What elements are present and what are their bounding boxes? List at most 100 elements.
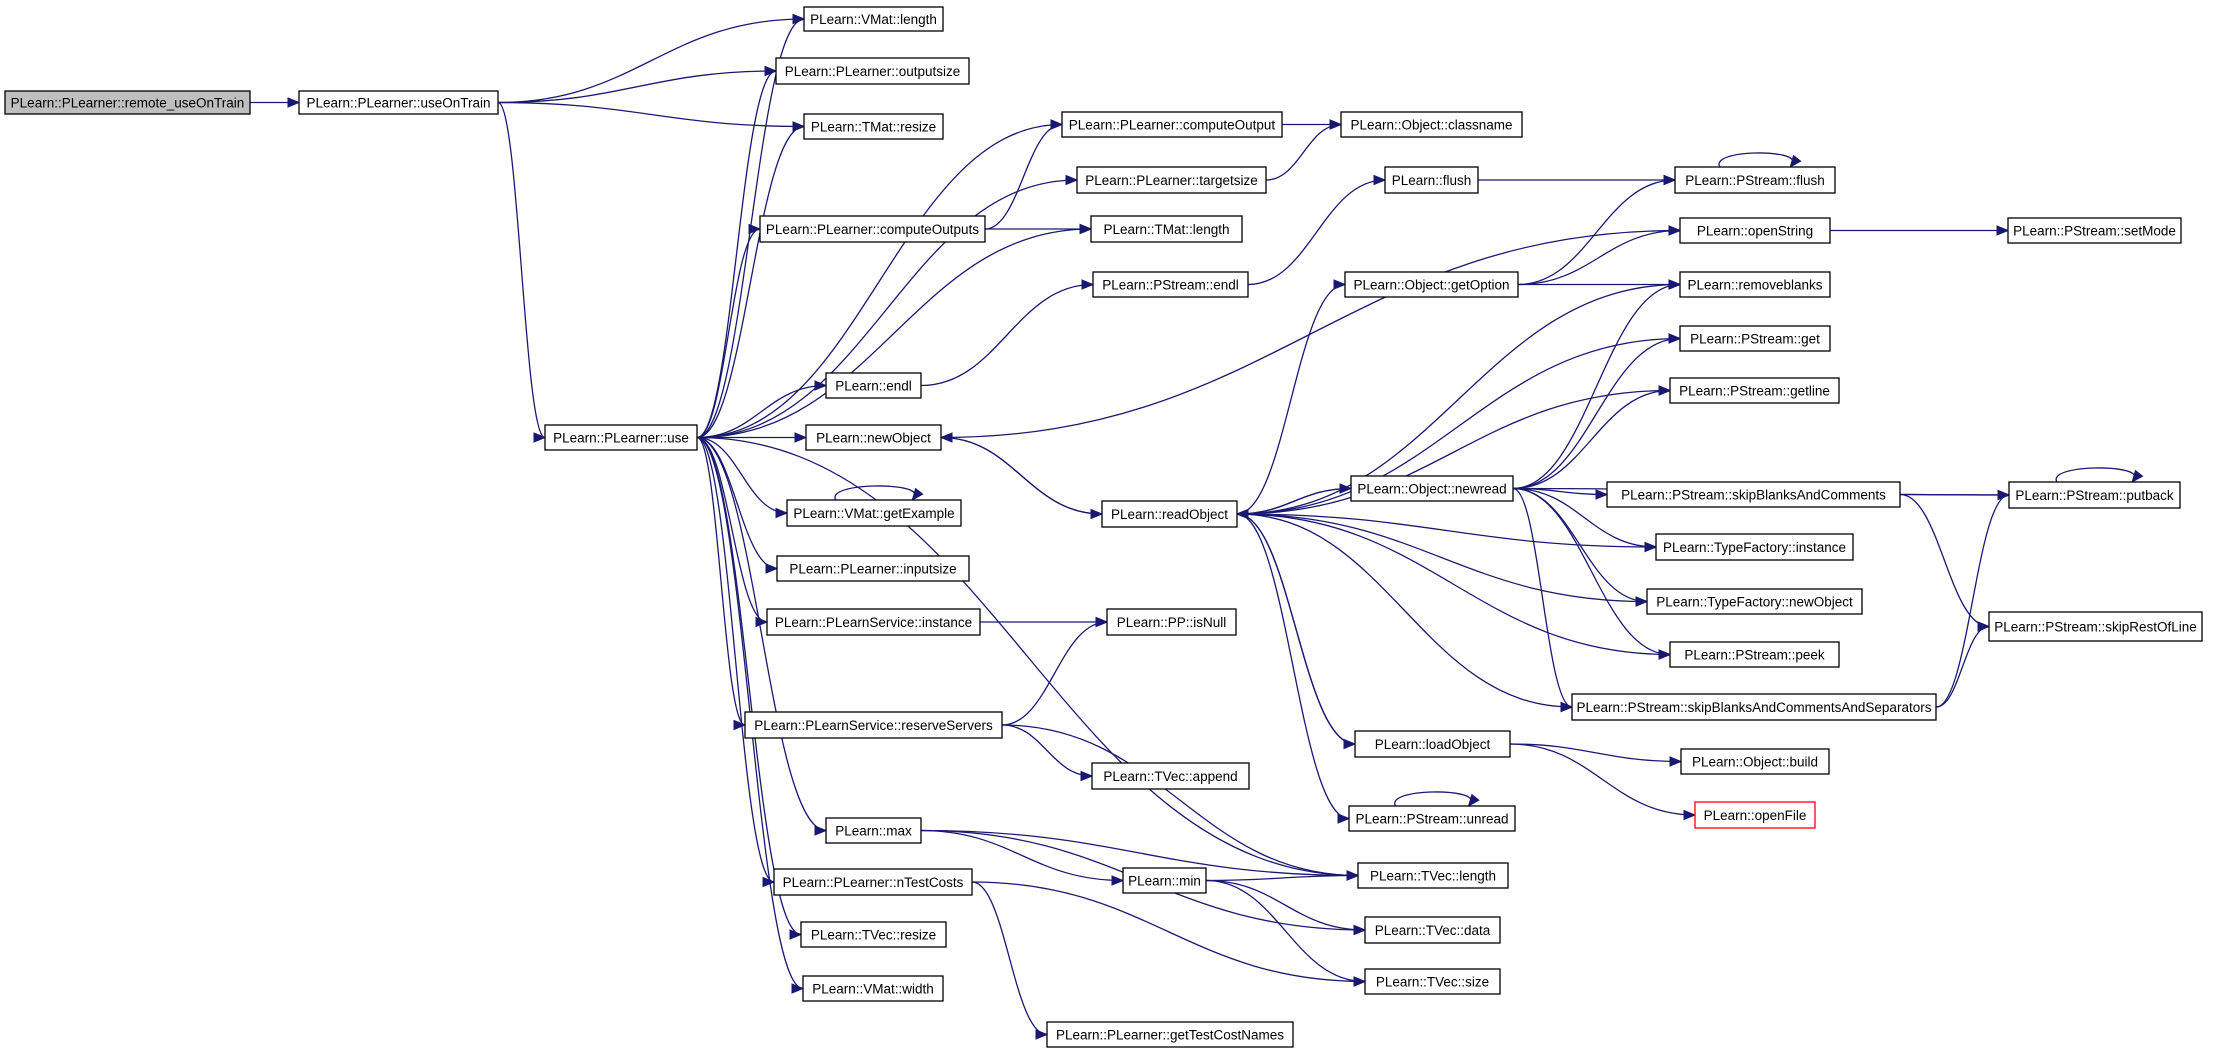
node-append[interactable]: PLearn::TVec::append bbox=[1091, 762, 1250, 790]
node-box bbox=[759, 215, 986, 243]
node-getTestCostNames[interactable]: PLearn::PLearner::getTestCostNames bbox=[1046, 1021, 1294, 1048]
node-pstream-endl[interactable]: PLearn::PStream::endl bbox=[1092, 271, 1249, 298]
edge-line bbox=[696, 436, 827, 832]
edge-arrowhead bbox=[789, 929, 803, 940]
node-box bbox=[786, 499, 962, 527]
edge-targetsize-to-classname bbox=[1265, 119, 1343, 181]
node-box bbox=[1092, 271, 1249, 298]
node-box bbox=[1106, 608, 1237, 636]
node-label: PLearn::VMat::getExample bbox=[793, 506, 954, 521]
node-tvec-data[interactable]: PLearn::TVec::data bbox=[1364, 916, 1501, 944]
node-tvec-length[interactable]: PLearn::TVec::length bbox=[1357, 862, 1509, 889]
node-useOnTrain[interactable]: PLearn::PLearner::useOnTrain bbox=[298, 90, 499, 115]
edge-line bbox=[834, 485, 915, 501]
node-getline[interactable]: PLearn::PStream::getline bbox=[1669, 377, 1840, 404]
node-max[interactable]: PLearn::max bbox=[825, 817, 922, 844]
edge-line bbox=[1509, 743, 1682, 763]
node-nTestCosts[interactable]: PLearn::PLearner::nTestCosts bbox=[773, 868, 973, 896]
node-removeblanks[interactable]: PLearn::removeblanks bbox=[1679, 271, 1831, 298]
edge-line bbox=[497, 18, 805, 104]
node-setMode[interactable]: PLearn::PStream::setMode bbox=[2007, 217, 2182, 244]
edge-arrowhead bbox=[1353, 924, 1367, 936]
node-label: PLearn::PLearnService::reserveServers bbox=[754, 718, 993, 733]
node-vmat-width[interactable]: PLearn::VMat::width bbox=[802, 975, 944, 1002]
node-skipRestOfLine[interactable]: PLearn::PStream::skipRestOfLine bbox=[1988, 611, 2203, 642]
node-label: PLearn::PStream::skipBlanksAndComments bbox=[1621, 488, 1886, 503]
edge-line bbox=[497, 101, 805, 128]
node-remote-useOnTrain[interactable]: PLearn::PLearner::remote_useOnTrain bbox=[4, 90, 251, 115]
node-endl[interactable]: PLearn::endl bbox=[825, 372, 922, 399]
edge-putback-to-putback bbox=[2055, 467, 2144, 484]
edge-line bbox=[1001, 724, 1093, 777]
node-unread[interactable]: PLearn::PStream::unread bbox=[1348, 805, 1516, 832]
edge-arrowhead bbox=[1560, 701, 1574, 713]
node-computeOutputs[interactable]: PLearn::PLearner::computeOutputs bbox=[759, 215, 986, 243]
node-outputsize[interactable]: PLearn::PLearner::outputsize bbox=[775, 57, 970, 85]
node-pstream-flush[interactable]: PLearn::PStream::flush bbox=[1674, 166, 1836, 194]
node-newObject[interactable]: PLearn::newObject bbox=[805, 424, 942, 451]
edge-skipBAC-to-skipRestOfLine bbox=[1899, 493, 1991, 632]
node-tmat-length[interactable]: PLearn::TMat::length bbox=[1090, 215, 1243, 243]
edge-use-to-tmat-resize bbox=[696, 121, 806, 439]
edge-line bbox=[1236, 513, 1648, 603]
node-pstream-get[interactable]: PLearn::PStream::get bbox=[1679, 325, 1831, 352]
node-tf-newObject[interactable]: PLearn::TypeFactory::newObject bbox=[1646, 588, 1863, 615]
edge-arrowhead bbox=[792, 121, 806, 132]
edge-arrowhead bbox=[1669, 756, 1683, 767]
node-skipBACS[interactable]: PLearn::PStream::skipBlanksAndCommentsAn… bbox=[1571, 693, 1937, 721]
node-label: PLearn::TypeFactory::newObject bbox=[1656, 595, 1853, 610]
node-min[interactable]: PLearn::min bbox=[1122, 867, 1207, 894]
edge-line bbox=[1512, 337, 1681, 490]
edge-arrowhead bbox=[791, 983, 805, 994]
node-label: PLearn::TVec::resize bbox=[811, 928, 936, 943]
node-classname[interactable]: PLearn::Object::classname bbox=[1340, 111, 1523, 138]
node-tvec-resize[interactable]: PLearn::TVec::resize bbox=[800, 921, 947, 948]
node-vmat-length[interactable]: PLearn::VMat::length bbox=[803, 6, 944, 32]
edge-line bbox=[696, 436, 768, 623]
node-reserveServers[interactable]: PLearn::PLearnService::reserveServers bbox=[744, 711, 1003, 739]
edge-line bbox=[1236, 337, 1681, 515]
edge-arrowhead bbox=[1080, 770, 1094, 782]
edge-line bbox=[1236, 513, 1356, 745]
node-computeOutput[interactable]: PLearn::PLearner::computeOutput bbox=[1061, 111, 1283, 138]
node-label: PLearn::openFile bbox=[1704, 808, 1807, 823]
node-skipBAC[interactable]: PLearn::PStream::skipBlanksAndComments bbox=[1606, 481, 1901, 508]
node-getExample[interactable]: PLearn::VMat::getExample bbox=[786, 499, 962, 527]
node-openString[interactable]: PLearn::openString bbox=[1679, 217, 1831, 244]
node-ps-instance[interactable]: PLearn::PLearnService::instance bbox=[766, 608, 981, 636]
edge-computeOutputs-to-tmat-length bbox=[984, 223, 1093, 235]
node-label: PLearn::PLearner::inputsize bbox=[789, 562, 956, 577]
edge-line bbox=[1236, 513, 1350, 820]
node-peek[interactable]: PLearn::PStream::peek bbox=[1669, 641, 1840, 668]
edge-line bbox=[940, 436, 1103, 515]
node-loadObject[interactable]: PLearn::loadObject bbox=[1354, 730, 1511, 758]
node-isNull[interactable]: PLearn::PP::isNull bbox=[1106, 608, 1237, 636]
node-readObject[interactable]: PLearn::readObject bbox=[1101, 500, 1238, 528]
node-openFile[interactable]: PLearn::openFile bbox=[1694, 801, 1816, 829]
edge-line bbox=[1236, 283, 1346, 515]
node-use[interactable]: PLearn::PLearner::use bbox=[544, 424, 698, 451]
node-tf-instance[interactable]: PLearn::TypeFactory::instance bbox=[1655, 533, 1854, 561]
node-label: PLearn::loadObject bbox=[1375, 737, 1491, 752]
edge-skipBACS-to-putback bbox=[1935, 489, 2011, 708]
node-putback[interactable]: PLearn::PStream::putback bbox=[2008, 481, 2181, 509]
node-tvec-size[interactable]: PLearn::TVec::size bbox=[1364, 968, 1501, 995]
node-flush[interactable]: PLearn::flush bbox=[1384, 166, 1479, 194]
node-inputsize[interactable]: PLearn::PLearner::inputsize bbox=[776, 555, 970, 582]
node-label: PLearn::newObject bbox=[816, 431, 931, 446]
edge-arrowhead bbox=[1035, 1029, 1049, 1040]
node-box bbox=[1091, 762, 1250, 790]
node-targetsize[interactable]: PLearn::PLearner::targetsize bbox=[1076, 166, 1267, 194]
node-box bbox=[1061, 111, 1283, 138]
edge-getExample-to-getExample bbox=[834, 485, 924, 502]
edge-getOption-to-openString bbox=[1517, 225, 1682, 286]
node-label: PLearn::TMat::resize bbox=[811, 120, 936, 135]
node-newread[interactable]: PLearn::Object::newread bbox=[1350, 475, 1514, 502]
node-tmat-resize[interactable]: PLearn::TMat::resize bbox=[803, 113, 944, 140]
node-getOption[interactable]: PLearn::Object::getOption bbox=[1344, 271, 1519, 298]
node-box bbox=[1679, 217, 1831, 244]
edge-line bbox=[1899, 493, 2010, 496]
edge-arrowhead bbox=[1683, 809, 1697, 821]
node-box bbox=[1101, 500, 1238, 528]
node-obj-build[interactable]: PLearn::Object::build bbox=[1680, 748, 1830, 775]
